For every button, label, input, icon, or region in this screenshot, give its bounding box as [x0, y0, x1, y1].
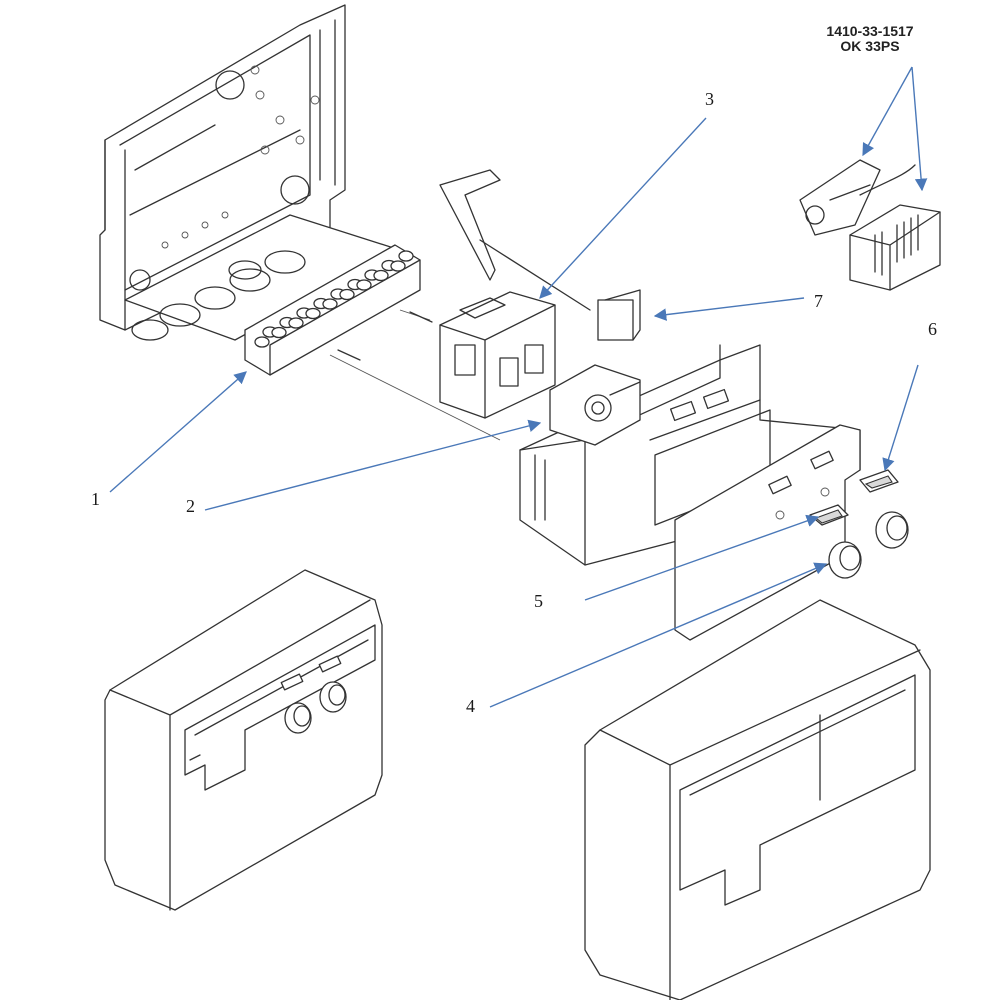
part-number-model: OK 33PS	[840, 38, 900, 54]
part-number-label: 1410-33-1517 OK 33PS	[800, 24, 940, 54]
part-number-code: 1410-33-1517	[826, 23, 914, 39]
arrow-5	[584, 514, 820, 601]
callout-5: 5	[534, 591, 543, 611]
contactor	[439, 291, 556, 419]
circuit-board	[799, 159, 916, 236]
arrow-4	[489, 562, 828, 708]
front-panel	[674, 424, 861, 641]
callout-2: 2	[186, 496, 195, 516]
arrow-6	[882, 364, 919, 472]
thermostat	[549, 364, 641, 446]
relay-module	[849, 204, 941, 291]
callout-3: 3	[705, 89, 714, 109]
arrow-3	[539, 117, 707, 299]
cover-left	[104, 569, 383, 911]
chassis	[519, 289, 861, 566]
callout-1: 1	[91, 489, 100, 509]
arrow-2	[204, 419, 542, 511]
callout-4: 4	[466, 696, 475, 716]
callout-7: 7	[814, 291, 823, 311]
knob	[828, 511, 909, 579]
callout-arrows	[109, 66, 928, 708]
terminal-block	[244, 244, 501, 441]
arrow-1	[109, 371, 247, 493]
bracket-strip	[439, 169, 591, 311]
arrow-pn-b	[911, 66, 928, 192]
cover-right	[584, 599, 931, 1000]
arrow-pn-a	[862, 66, 913, 157]
callout-6: 6	[928, 319, 937, 339]
arrow-7	[653, 297, 805, 321]
